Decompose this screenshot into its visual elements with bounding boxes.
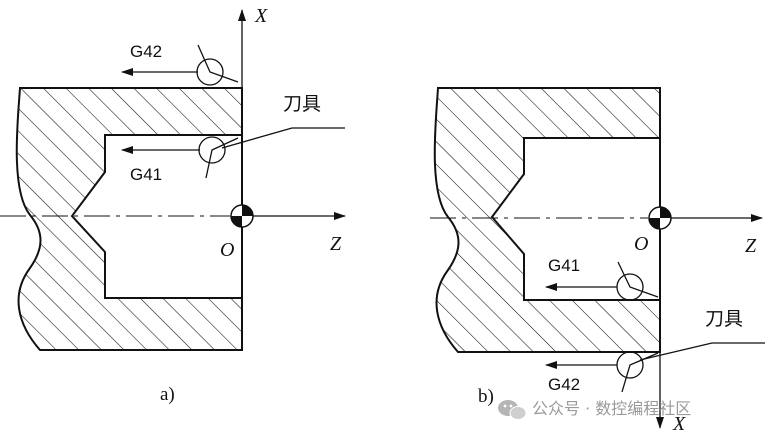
g41-label-b: G41 (548, 256, 580, 275)
z-axis-label-b: Z (745, 235, 757, 257)
g42-label-b: G42 (548, 375, 580, 394)
workpiece-a (15, 87, 243, 351)
caption-a: a) (160, 384, 175, 405)
g41-label-a: G41 (130, 165, 162, 184)
tool-leader-a (221, 127, 345, 149)
tool-label-b: 刀具 (705, 308, 743, 330)
figure-a: X Z O G42 G41 刀具 a) (0, 5, 346, 405)
inner-tool-b (616, 261, 659, 301)
inner-tool-a (198, 136, 239, 179)
origin-label-b: O (634, 233, 648, 255)
outer-tool-b (616, 351, 659, 393)
workpiece-b (433, 87, 661, 353)
g42-label-a: G42 (130, 42, 162, 61)
wechat-icon (498, 400, 527, 420)
watermark: 公众号 · 数控编程社区 (498, 399, 691, 420)
x-axis-label-b: X (672, 413, 686, 435)
x-axis-label-a: X (254, 5, 268, 27)
origin-symbol-a (230, 204, 254, 228)
origin-symbol-b (648, 206, 672, 230)
caption-b: b) (478, 386, 494, 407)
origin-label-a: O (220, 239, 234, 261)
outer-tool-a (196, 44, 239, 86)
figure-b: X Z O G41 G42 刀具 b) (430, 87, 765, 435)
watermark-text: 公众号 · 数控编程社区 (532, 399, 691, 418)
tool-label-a: 刀具 (283, 93, 321, 115)
tool-leader-b (639, 342, 765, 361)
z-axis-label-a: Z (330, 233, 342, 255)
